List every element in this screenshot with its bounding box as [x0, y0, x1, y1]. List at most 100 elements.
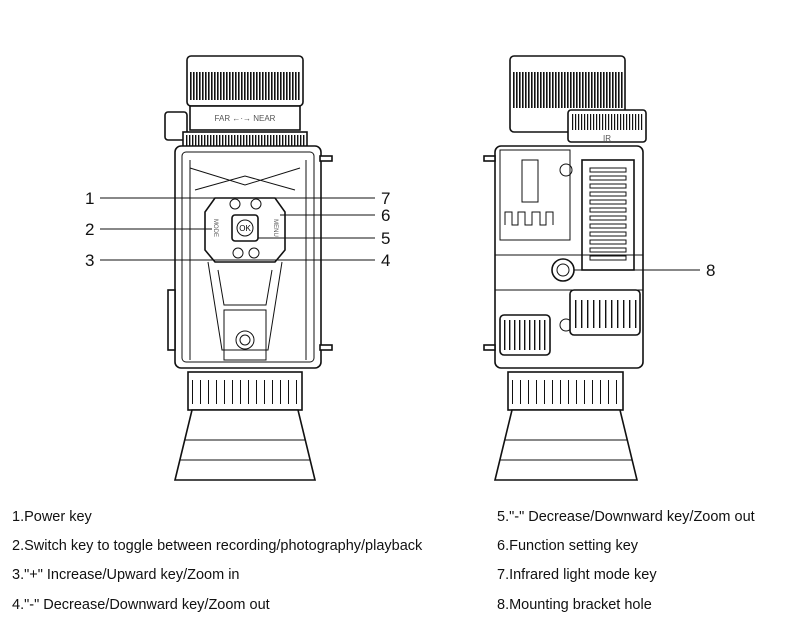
knurl-stripe	[271, 72, 273, 100]
knurl-stripe	[632, 114, 634, 130]
vent-slot	[589, 239, 627, 245]
knurl-stripe	[635, 114, 637, 130]
knurl-stripe	[213, 135, 215, 146]
knurl-stripe	[277, 72, 279, 100]
front-eyepiece-ring	[187, 371, 303, 411]
knurl-stripe	[544, 380, 545, 404]
knurl-stripe	[609, 72, 611, 108]
legend-item-2: 2.Switch key to toggle between recording…	[12, 538, 423, 554]
knurl-stripe	[204, 135, 206, 146]
knurl-stripe	[536, 380, 537, 404]
back-knurl-top	[513, 72, 623, 108]
knurl-stripe	[199, 72, 201, 100]
knurl-stripe	[244, 72, 246, 100]
knurl-stripe	[606, 72, 608, 108]
knurl-stripe	[268, 72, 270, 100]
knurl-stripe	[594, 72, 596, 108]
knurl-stripe	[240, 380, 241, 404]
knurl-stripe	[238, 72, 240, 100]
knurl-stripe	[534, 72, 536, 108]
knurl-stripe	[272, 380, 273, 404]
knurl-stripe	[201, 135, 203, 146]
front-body-inner	[181, 151, 315, 363]
knurl-stripe	[617, 300, 619, 328]
knurl-stripe	[247, 72, 249, 100]
knurl-stripe	[603, 72, 605, 108]
plus-key[interactable]	[232, 247, 244, 259]
knurl-stripe	[621, 72, 623, 108]
knurl-stripe	[612, 72, 614, 108]
knurl-stripe	[248, 380, 249, 404]
focus-label: FAR ←·→ NEAR	[215, 114, 276, 123]
knurl-stripe	[224, 380, 225, 404]
knurl-stripe	[296, 380, 297, 404]
knurl-stripe	[626, 114, 628, 130]
back-knurl-left	[504, 320, 546, 350]
knurl-stripe	[608, 114, 610, 130]
knurl-stripe	[539, 320, 541, 350]
knurl-stripe	[222, 135, 224, 146]
knurl-stripe	[196, 72, 198, 100]
side-knob	[164, 111, 188, 141]
knurl-stripe	[575, 114, 577, 130]
knurl-stripe	[280, 72, 282, 100]
knurl-stripe	[297, 135, 299, 146]
knurl-stripe	[256, 380, 257, 404]
knurl-stripe	[558, 72, 560, 108]
knurl-stripe	[285, 135, 287, 146]
mode-key[interactable]: MODE	[212, 219, 218, 237]
knurl-stripe	[243, 135, 245, 146]
focus-band	[189, 105, 301, 131]
power-key[interactable]	[229, 198, 241, 210]
knurl-stripe	[246, 135, 248, 146]
knurl-stripe	[240, 135, 242, 146]
knurl-stripe	[617, 114, 619, 130]
knurl-stripe	[255, 135, 257, 146]
vent-slot	[589, 191, 627, 197]
knurl-stripe	[270, 135, 272, 146]
knurl-stripe	[546, 72, 548, 108]
knurl-stripe	[544, 320, 546, 350]
vent-slot	[589, 231, 627, 237]
knurl-stripe	[552, 380, 553, 404]
knurl-stripe	[295, 72, 297, 100]
knurl-stripe	[564, 72, 566, 108]
knurl-stripe	[261, 135, 263, 146]
ir-knurl	[572, 114, 643, 130]
knurl-stripe	[605, 114, 607, 130]
ir-key[interactable]	[250, 198, 262, 210]
knurl-stripe	[596, 114, 598, 130]
minus-key[interactable]	[248, 247, 260, 259]
knurl-stripe	[519, 72, 521, 108]
knurl-stripe	[582, 72, 584, 108]
knurl-stripe	[587, 300, 589, 328]
knurl-stripe	[638, 114, 640, 130]
callout-6: 6	[381, 206, 390, 225]
knurl-stripe	[593, 114, 595, 130]
vent-slot	[589, 215, 627, 221]
knurl-stripe	[629, 300, 631, 328]
knurl-stripe	[578, 114, 580, 130]
knurl-stripe	[292, 72, 294, 100]
knurl-stripe	[286, 72, 288, 100]
knurl-stripe	[555, 72, 557, 108]
knurl-stripe	[250, 72, 252, 100]
ok-key[interactable]	[231, 214, 259, 242]
vent-slot	[589, 183, 627, 189]
knurl-stripe	[616, 380, 617, 404]
knurl-stripe	[509, 320, 511, 350]
knurl-stripe	[208, 72, 210, 100]
menu-key[interactable]: MENU	[272, 219, 278, 237]
knurl-stripe	[288, 135, 290, 146]
knurl-stripe	[280, 380, 281, 404]
vent-slot	[589, 207, 627, 213]
knurl-stripe	[528, 72, 530, 108]
knurl-stripe	[232, 380, 233, 404]
knurl-stripe	[210, 135, 212, 146]
knurl-stripe	[186, 135, 188, 146]
knurl-stripe	[279, 135, 281, 146]
callout-2: 2	[85, 220, 94, 239]
knurl-stripe	[605, 300, 607, 328]
knurl-stripe	[235, 72, 237, 100]
knurl-stripe	[265, 72, 267, 100]
